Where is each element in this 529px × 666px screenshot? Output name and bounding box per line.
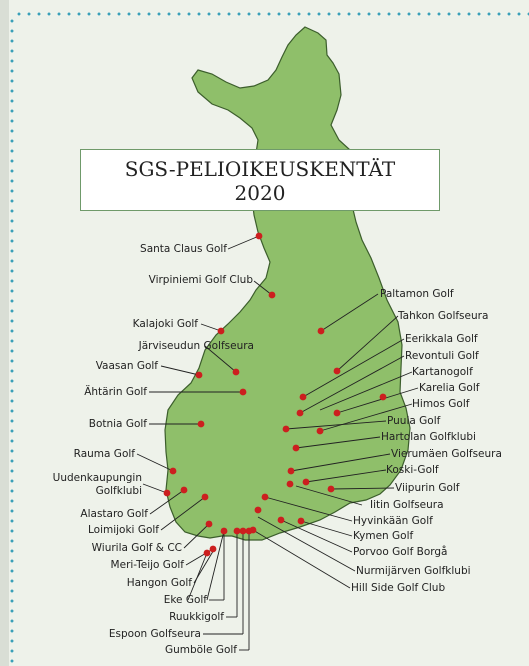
label-viipurin[interactable]: Viipurin Golf xyxy=(395,482,460,494)
marker-ruukkigolf[interactable] xyxy=(233,527,241,535)
marker-botnia[interactable] xyxy=(197,420,205,428)
label-hangon[interactable]: Hangon Golf xyxy=(126,577,192,589)
marker-meri-teijo[interactable] xyxy=(209,545,217,553)
label-uudenkaupungin-2[interactable]: Golfklubi xyxy=(95,485,142,497)
dotted-border-top xyxy=(14,12,529,16)
marker-kalajoki[interactable] xyxy=(217,327,225,335)
label-hyvinkaan[interactable]: Hyvinkään Golf xyxy=(353,515,433,527)
label-paltamon[interactable]: Paltamon Golf xyxy=(380,288,454,300)
marker-hartolan[interactable] xyxy=(292,444,300,452)
label-eerikkala[interactable]: Eerikkala Golf xyxy=(405,333,478,345)
marker-vierumaen[interactable] xyxy=(287,467,295,475)
marker-paltamon[interactable] xyxy=(317,327,325,335)
marker-kartanogolf[interactable] xyxy=(379,393,387,401)
marker-espoon[interactable] xyxy=(239,527,247,535)
label-himos[interactable]: Himos Golf xyxy=(412,398,470,410)
label-koski[interactable]: Koski-Golf xyxy=(386,464,439,476)
marker-ahtarin[interactable] xyxy=(239,388,247,396)
marker-himos[interactable] xyxy=(316,427,324,435)
label-ruukkigolf[interactable]: Ruukkigolf xyxy=(169,611,224,623)
marker-viipurin[interactable] xyxy=(327,485,335,493)
title-line-2: 2020 xyxy=(234,181,286,205)
marker-alastaro[interactable] xyxy=(180,486,188,494)
label-rauma[interactable]: Rauma Golf xyxy=(73,448,135,460)
marker-hyvinkaan[interactable] xyxy=(261,493,269,501)
marker-puula[interactable] xyxy=(282,425,290,433)
marker-nurmijarven[interactable] xyxy=(254,506,262,514)
marker-eke[interactable] xyxy=(220,527,228,535)
marker-wiurila[interactable] xyxy=(205,520,213,528)
label-hill-side[interactable]: Hill Side Golf Club xyxy=(351,582,446,594)
marker-vaasan[interactable] xyxy=(195,371,203,379)
label-kymen[interactable]: Kymen Golf xyxy=(353,530,414,542)
label-loimijoki[interactable]: Loimijoki Golf xyxy=(87,524,159,536)
label-revontuli[interactable]: Revontuli Golf xyxy=(405,350,479,362)
marker-santa-claus[interactable] xyxy=(255,232,263,240)
label-porvoo[interactable]: Porvoo Golf Borgå xyxy=(353,546,448,558)
label-meri-teijo[interactable]: Meri-Teijo Golf xyxy=(110,559,184,571)
marker-uudenkaupungin[interactable] xyxy=(163,489,171,497)
marker-kymen[interactable] xyxy=(297,517,305,525)
label-uudenkaupungin-1[interactable]: Uudenkaupungin xyxy=(52,472,142,484)
marker-porvoo[interactable] xyxy=(277,516,285,524)
label-karelia[interactable]: Karelia Golf xyxy=(419,382,480,394)
marker-virpiniemi[interactable] xyxy=(268,291,276,299)
label-hartolan[interactable]: Hartolan Golfklubi xyxy=(381,431,476,443)
label-santa-claus[interactable]: Santa Claus Golf xyxy=(140,243,227,255)
marker-rauma[interactable] xyxy=(169,467,177,475)
label-vierumaen[interactable]: Vierumäen Golfseura xyxy=(391,448,502,460)
marker-revontuli[interactable] xyxy=(296,409,304,417)
marker-eerikkala[interactable] xyxy=(299,393,307,401)
leader-lines xyxy=(136,235,419,651)
marker-hill-side[interactable] xyxy=(249,526,257,534)
left-margin-strip xyxy=(0,0,9,666)
title-line-1: SGS-PELIOIKEUSKENTÄT xyxy=(124,157,396,181)
label-tahkon[interactable]: Tahkon Golfseura xyxy=(398,310,489,322)
marker-tahkon[interactable] xyxy=(333,367,341,375)
map-title: SGS-PELIOIKEUSKENTÄT 2020 xyxy=(80,149,440,211)
label-eke[interactable]: Eke Golf xyxy=(163,594,207,606)
dotted-border-left xyxy=(10,16,14,666)
marker-iitin[interactable] xyxy=(286,480,294,488)
label-ahtarin[interactable]: Ähtärin Golf xyxy=(84,386,147,398)
label-virpiniemi[interactable]: Virpiniemi Golf Club xyxy=(148,274,253,286)
label-puula[interactable]: Puula Golf xyxy=(387,415,441,427)
label-alastaro[interactable]: Alastaro Golf xyxy=(80,508,148,520)
label-jarviseudun[interactable]: Järviseudun Golfseura xyxy=(138,340,254,352)
label-kalajoki[interactable]: Kalajoki Golf xyxy=(132,318,198,330)
marker-loimijoki[interactable] xyxy=(201,493,209,501)
label-botnia[interactable]: Botnia Golf xyxy=(88,418,147,430)
label-vaasan[interactable]: Vaasan Golf xyxy=(95,360,158,372)
marker-karelia[interactable] xyxy=(333,409,341,417)
course-markers xyxy=(163,232,387,557)
marker-hangon[interactable] xyxy=(203,549,211,557)
marker-koski[interactable] xyxy=(302,478,310,486)
label-espoon[interactable]: Espoon Golfseura xyxy=(108,628,201,640)
marker-jarviseudun[interactable] xyxy=(232,368,240,376)
label-iitin[interactable]: Iitin Golfseura xyxy=(370,499,444,511)
label-kartanogolf[interactable]: Kartanogolf xyxy=(412,366,473,378)
label-gumbole[interactable]: Gumböle Golf xyxy=(165,644,237,656)
label-wiurila[interactable]: Wiurila Golf & CC xyxy=(91,542,182,554)
label-nurmijarven[interactable]: Nurmijärven Golfklubi xyxy=(356,565,471,577)
